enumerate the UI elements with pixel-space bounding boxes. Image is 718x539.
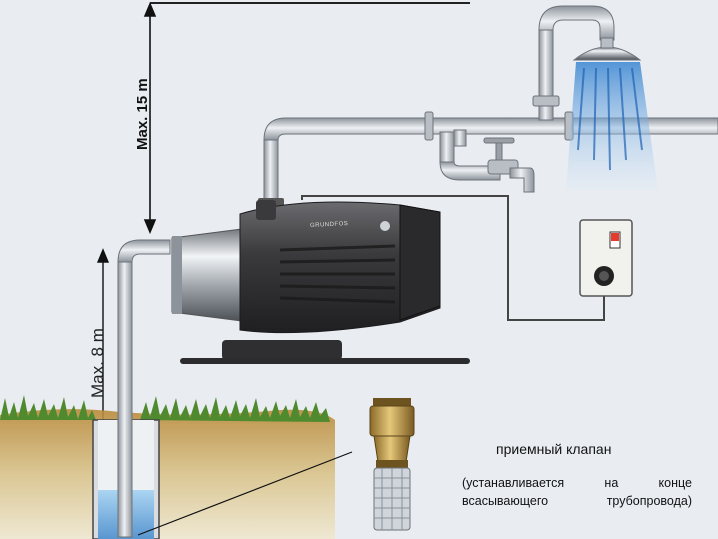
foot-valve-title: приемный клапан [496,441,612,457]
max-depth-label: Max. 8 m [88,328,107,398]
grass [0,395,330,422]
foot-valve [369,398,415,531]
max-height-label: Max. 15 m [134,78,151,150]
valve-pointer-line [137,451,353,536]
suction-pipe [117,239,171,538]
shower-pipe [532,5,615,121]
height-dimension-arrow [143,1,157,235]
foot-valve-note: (устанавливается на конце всасывающего т… [462,476,692,508]
tap [439,129,535,193]
power-socket [579,219,633,297]
pump-housing [171,227,251,323]
pump-base [222,340,342,360]
power-cable [301,195,605,321]
pump [171,200,470,364]
pump-motor [239,201,441,334]
ground [0,395,335,539]
shower-head [566,37,658,190]
